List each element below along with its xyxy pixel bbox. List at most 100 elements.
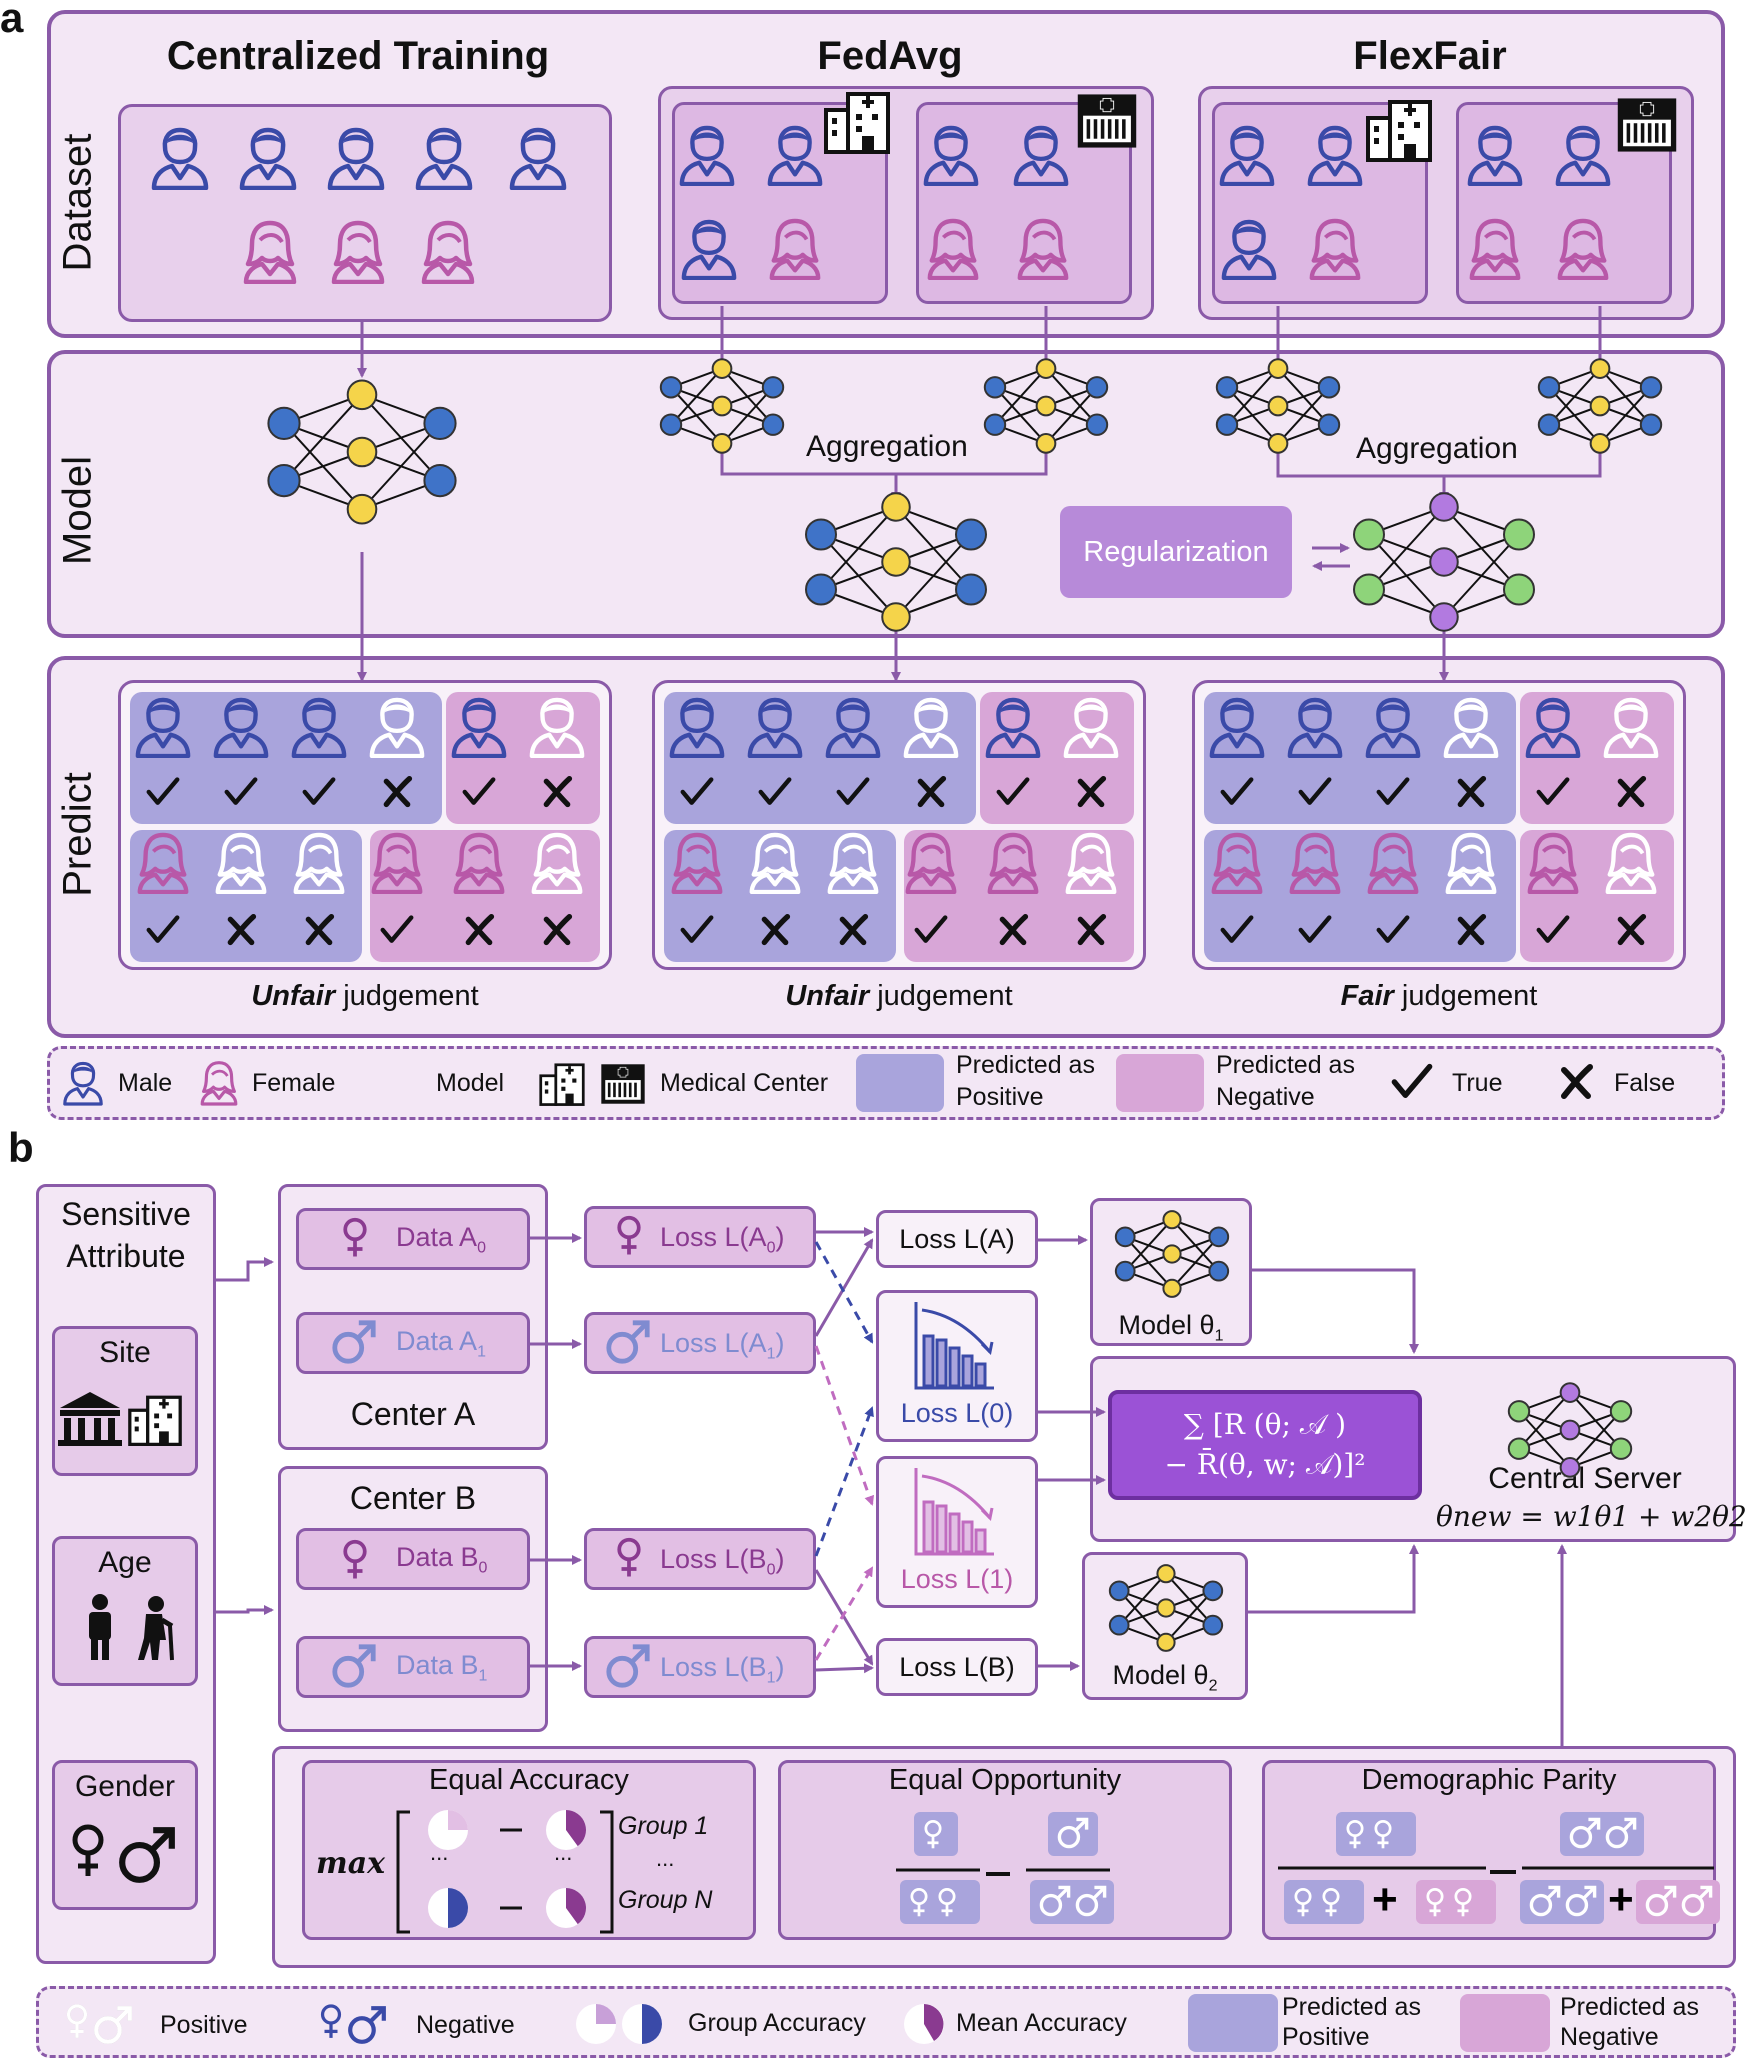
age-box <box>52 1536 198 1686</box>
centralized-title: Centralized Training <box>166 34 550 78</box>
legend-group-accuracy: Group Accuracy <box>688 2009 866 2037</box>
judgement-fedavg: Unfair judgement <box>785 980 1013 1012</box>
legend-b-pred-neg-1: Predicted as <box>1560 1993 1699 2021</box>
judgement-centralized: Unfair judgement <box>251 980 479 1012</box>
regularization-box: Regularization <box>1060 506 1292 598</box>
legend-medical-center: Medical Center <box>660 1069 829 1097</box>
central-server-label: Central Server <box>1488 1462 1682 1495</box>
loss-0-label: Loss L(0) <box>900 1398 1014 1428</box>
loss-b-label: Loss L(B) <box>899 1652 1015 1682</box>
legend-mean-accuracy: Mean Accuracy <box>956 2009 1127 2037</box>
center-a-label: Center A <box>350 1396 476 1432</box>
legend-false: False <box>1614 1069 1676 1097</box>
data-a0-label: Data A0 <box>396 1222 486 1257</box>
age-label: Age <box>98 1546 152 1579</box>
legend-model: Model <box>436 1069 505 1097</box>
loss-a-box <box>876 1210 1038 1268</box>
loss-0-chart-icon <box>914 1302 994 1390</box>
dots-groups: ... <box>656 1846 675 1871</box>
bank-icon <box>58 1392 122 1446</box>
aggregation-label-flexfair: Aggregation <box>1356 432 1518 465</box>
panel-b-legend <box>36 1986 1736 2058</box>
data-b1-label: Data B1 <box>396 1650 488 1685</box>
equal-opportunity-box <box>778 1760 1232 1940</box>
sensitive-attr-line2: Attribute <box>66 1238 186 1274</box>
aggregation-label-fedavg: Aggregation <box>806 430 968 463</box>
mean-accuracy-icon <box>904 2004 944 2044</box>
network-icon-model-1 <box>1114 1210 1230 1298</box>
max-label: max <box>316 1846 386 1881</box>
panel-b-letter: b <box>8 1124 34 1171</box>
data-a0-box <box>296 1208 530 1270</box>
formula-line1: ∑ [R (θ; 𝒜 ) <box>1183 1408 1347 1441</box>
sensitive-attr-line1: Sensitive <box>61 1196 191 1232</box>
loss-1-chart-icon <box>914 1468 994 1556</box>
legend-positive-swatch <box>856 1054 944 1112</box>
theta-update: θnew = w1θ1 + w2θ2 <box>1436 1500 1747 1533</box>
legend-negative-swatch <box>1116 1054 1204 1112</box>
legend-b-pred-pos-2: Positive <box>1282 2023 1370 2051</box>
loss-a1-box <box>584 1312 816 1374</box>
equal-accuracy-title: Equal Accuracy <box>429 1764 629 1796</box>
model-2-label: Model θ2 <box>1112 1660 1218 1695</box>
group-1-label: Group 1 <box>618 1812 709 1840</box>
network-icon-fedavg-b <box>983 358 1109 454</box>
data-b0-label: Data B0 <box>396 1542 488 1577</box>
legend-b-pred-pos-1: Predicted as <box>1282 1993 1421 2021</box>
plus-sign: + <box>1372 1875 1398 1924</box>
network-icon-fedavg-global <box>805 492 987 632</box>
fedavg-title: FedAvg <box>817 34 963 78</box>
venus-negative-icon <box>323 2006 340 2038</box>
data-a1-label: Data A1 <box>396 1326 486 1361</box>
gender-label: Gender <box>74 1770 176 1803</box>
equal-accuracy-box <box>302 1760 756 1940</box>
legend-b-pred-neg-2: Negative <box>1560 2023 1659 2051</box>
loss-b1-label: Loss L(B1) <box>660 1652 785 1687</box>
network-icon-flexfair-a <box>1215 358 1341 454</box>
loss-a-label: Loss L(A) <box>899 1224 1015 1254</box>
legend-male: Male <box>118 1069 173 1097</box>
legend-pred-neg-1: Predicted as <box>1216 1051 1355 1079</box>
loss-a0-label: Loss L(A0) <box>660 1222 785 1257</box>
network-icon-model-2 <box>1108 1564 1224 1652</box>
formula-line2: − R̄(θ, w; 𝒜)]² <box>1164 1448 1366 1481</box>
demographic-parity-title: Demographic Parity <box>1361 1764 1617 1796</box>
legend-true: True <box>1452 1069 1503 1097</box>
loss-b1-box <box>584 1636 816 1698</box>
network-icon-fedavg-a <box>659 358 785 454</box>
network-icon-flexfair-b <box>1537 358 1663 454</box>
legend-female: Female <box>252 1069 336 1097</box>
loss-b-box <box>876 1638 1038 1696</box>
legend-b-positive-swatch <box>1188 1994 1278 2052</box>
elderly-icon <box>138 1596 174 1661</box>
mars-negative-icon <box>350 2008 384 2042</box>
network-icon-flexfair-global <box>1353 492 1535 632</box>
judgement-flexfair: Fair judgement <box>1340 980 1538 1012</box>
network-icon-central-server <box>1507 1382 1633 1478</box>
group-n-label: Group N <box>618 1886 713 1914</box>
legend-b-negative-swatch <box>1460 1994 1550 2052</box>
loss-1-label: Loss L(1) <box>900 1564 1014 1594</box>
mars-positive-icon <box>96 2008 130 2042</box>
site-label: Site <box>99 1336 151 1369</box>
legend-negative: Negative <box>416 2011 515 2039</box>
loss-b0-box <box>584 1528 816 1590</box>
data-b0-box <box>296 1528 530 1590</box>
panel-a-letter: a <box>0 0 24 41</box>
legend-pred-pos-2: Positive <box>956 1083 1044 1111</box>
group-accuracy-icon <box>576 2004 662 2044</box>
network-icon-centralized <box>267 379 457 525</box>
plus-sign: + <box>1608 1875 1634 1924</box>
legend-pred-neg-2: Negative <box>1216 1083 1315 1111</box>
legend-pred-pos-1: Predicted as <box>956 1051 1095 1079</box>
legend-positive: Positive <box>160 2011 248 2039</box>
loss-a1-label: Loss L(A1) <box>660 1328 785 1363</box>
center-b-label: Center B <box>349 1480 477 1516</box>
model-1-label: Model θ1 <box>1118 1310 1224 1345</box>
loss-b0-label: Loss L(B0) <box>660 1544 785 1579</box>
